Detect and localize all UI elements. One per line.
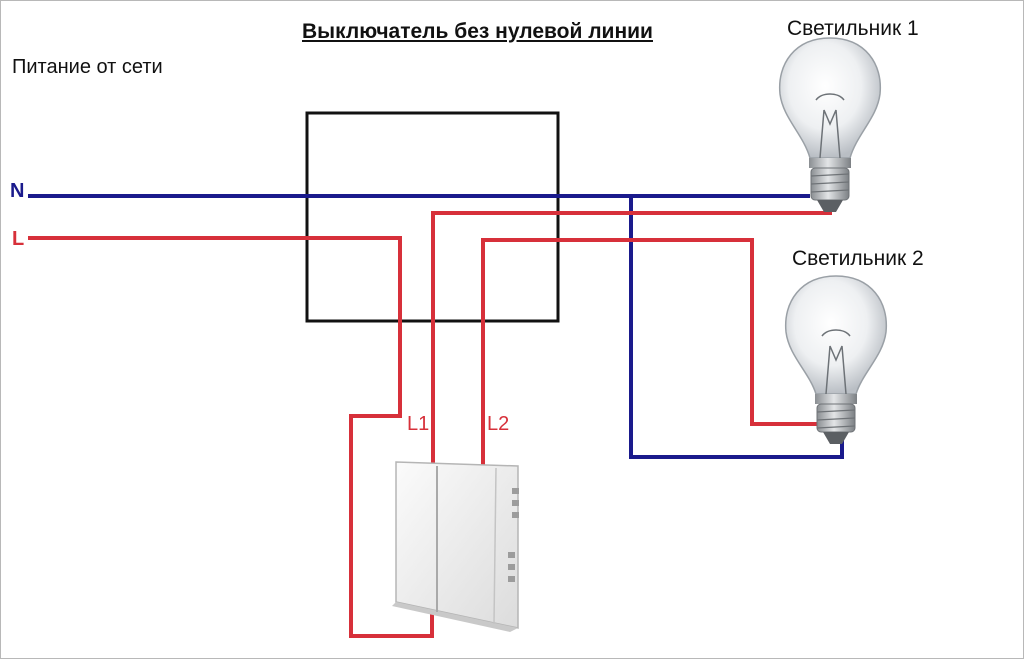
neutral-wire [28, 194, 844, 459]
line-wire [28, 211, 832, 638]
power-supply-label: Питание от сети [12, 56, 163, 78]
diagram-title: Выключатель без нулевой линии [302, 20, 653, 43]
switch-l2-to-lamp2 [481, 238, 826, 468]
neutral-label: N [10, 180, 25, 202]
line-feed-to-switch [28, 236, 434, 638]
neutral-branch-lamp2 [629, 196, 844, 459]
lamp-1 [778, 37, 882, 212]
lamp-1-label: Светильник 1 [787, 17, 919, 40]
lamp-2 [784, 275, 888, 444]
switch-l2-label: L2 [487, 413, 510, 435]
switch-l1-label: L1 [407, 413, 430, 435]
double-switch [392, 461, 519, 632]
lamp-2-label: Светильник 2 [792, 247, 924, 270]
switch-l1-to-lamp1 [431, 211, 832, 468]
line-label: L [12, 228, 25, 250]
